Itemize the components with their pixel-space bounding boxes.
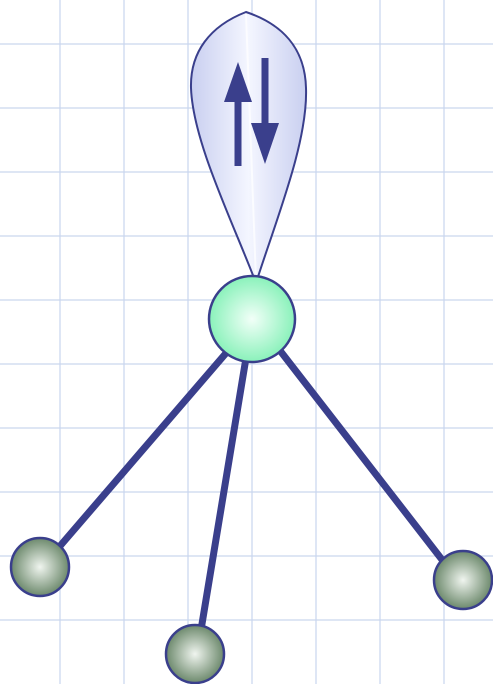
substituent-atom-right-icon: [432, 549, 493, 611]
central-atom-sphere-icon: [207, 274, 297, 364]
electron-spin-up-arrow-icon: [224, 62, 252, 166]
electron-spin-down-arrow-icon: [251, 58, 279, 164]
lobe-center-seam: [245, 13, 257, 282]
substituent-atoms: [9, 536, 493, 684]
lone-pair-orbital-lobe-icon: [189, 10, 308, 287]
substituent-atom-bottom-icon: [164, 623, 226, 684]
bonds: [50, 341, 454, 640]
bond-bottom: [196, 348, 251, 640]
bond-left: [50, 341, 237, 557]
bond-right: [274, 344, 454, 574]
substituent-atom-left-icon: [9, 536, 71, 598]
lone-pair-orbital: [189, 10, 308, 287]
